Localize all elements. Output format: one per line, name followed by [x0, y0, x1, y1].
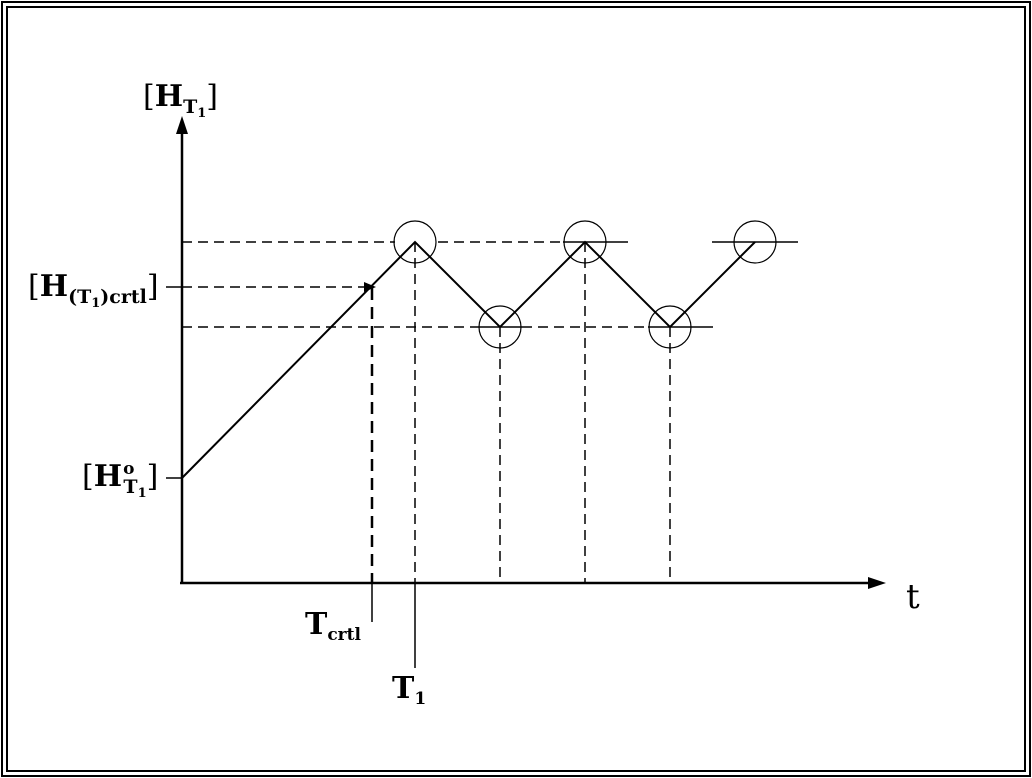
concentration-curve — [181, 240, 756, 479]
h-crtl-label: [H(T1)crtl] — [28, 269, 159, 311]
trough-circle-2 — [648, 305, 692, 349]
t-one-label: T1 — [392, 671, 426, 709]
peak-circle-2 — [563, 220, 607, 264]
peak-circle-1 — [393, 220, 437, 264]
x-axis-arrowhead — [868, 577, 886, 589]
x-axis-label: t — [906, 577, 920, 617]
t-crtl-label: Tcrtl — [305, 607, 361, 645]
inner-frame — [6, 6, 1026, 772]
trough-circle-1 — [478, 305, 522, 349]
peak-circle-3 — [733, 220, 777, 264]
y-axis-arrowhead — [176, 116, 188, 134]
y-axis-label: [HT1] — [143, 79, 218, 121]
